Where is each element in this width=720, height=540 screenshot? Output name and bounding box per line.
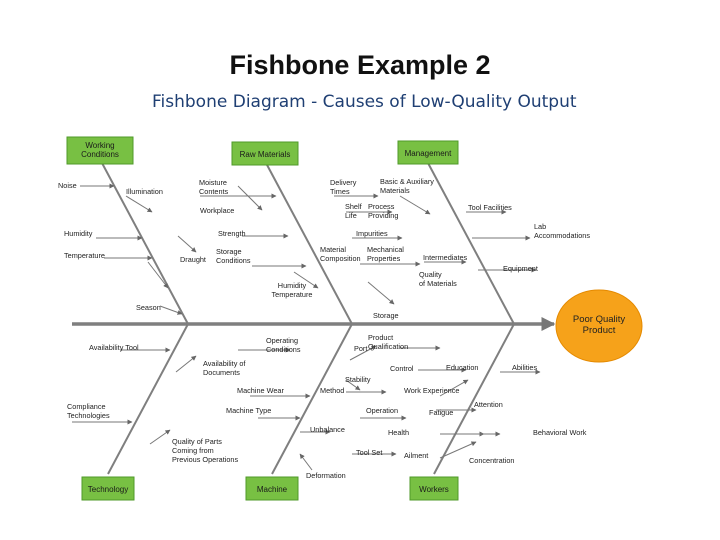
cause-label-strength: Strength [218, 229, 246, 238]
category-box-machine [245, 476, 299, 501]
category-boxes [66, 136, 459, 501]
bone-raw-materials [265, 162, 353, 325]
cause-label-fatigue: Fatigue [429, 408, 453, 417]
category-box-raw-materials [231, 141, 299, 166]
cause-label-season: Season [136, 303, 161, 312]
category-box-management [397, 140, 459, 165]
cause-label-temperature: Temperature [64, 251, 105, 260]
cause-label-equipment: Equipment [503, 264, 538, 273]
cause-label-attention: Attention [474, 400, 503, 409]
cause-label-draught: Draught [180, 255, 206, 264]
bone-management [427, 162, 515, 325]
cause-label-tool-set: Tool Set [356, 448, 382, 457]
cause-label-concentration: Concentration [469, 456, 514, 465]
bone-working-conditions [101, 162, 189, 325]
cause-label-noise: Noise [58, 181, 77, 190]
cause-label-humidity: Humidity [64, 229, 93, 238]
diagram-title: Fishbone Diagram - Causes of Low-Quality… [152, 92, 577, 112]
cause-label-method: Method [320, 386, 344, 395]
category-box-working-conditions [66, 136, 134, 165]
cause-label-unbalance: Unbalance [310, 425, 345, 434]
cause-label-control: Control [390, 364, 414, 373]
cause-arrows [72, 183, 541, 471]
category-label-technology: Technology [88, 485, 128, 494]
cause-label-health: Health [388, 428, 409, 437]
cause-label-impurities: Impurities [356, 229, 388, 238]
category-box-technology [81, 476, 135, 501]
cause-label-machine-type: Machine Type [226, 406, 271, 415]
bone-machine [271, 323, 353, 475]
cause-label-abilities: Abilities [512, 363, 537, 372]
cause-label-behavioral: Behavioral Work [533, 428, 587, 437]
effect-ellipse [555, 289, 643, 363]
category-label-machine: Machine [257, 485, 288, 494]
cause-label-storage: Storage [373, 311, 399, 320]
cause-label-workplace: Workplace [200, 206, 234, 215]
cause-label-port: Port [354, 344, 367, 353]
cause-label-deformation: Deformation [306, 471, 346, 480]
cause-label-availability-tool: Availability Tool [89, 343, 139, 352]
slide-title: Fishbone Example 2 [229, 50, 491, 80]
cause-label-tool-facilities: Tool Facilities [468, 203, 512, 212]
cause-label-stability: Stability [345, 375, 371, 384]
category-box-workers [409, 476, 459, 501]
cause-label-ailment: Ailment [404, 451, 428, 460]
bone-workers [433, 323, 515, 475]
bone-technology [107, 323, 189, 475]
cause-label-intermediates: Intermediates [423, 253, 468, 262]
category-label-raw-materials: Raw Materials [240, 150, 291, 159]
category-label-workers: Workers [419, 485, 449, 494]
cause-label-illumination: Illumination [126, 187, 163, 196]
cause-label-operation: Operation [366, 406, 398, 415]
category-label-management: Management [405, 149, 452, 158]
cause-label-education: Education [446, 363, 478, 372]
main-bones [101, 162, 515, 475]
cause-label-machine-wear: Machine Wear [237, 386, 284, 395]
cause-label-work-experience: Work Experience [404, 386, 459, 395]
